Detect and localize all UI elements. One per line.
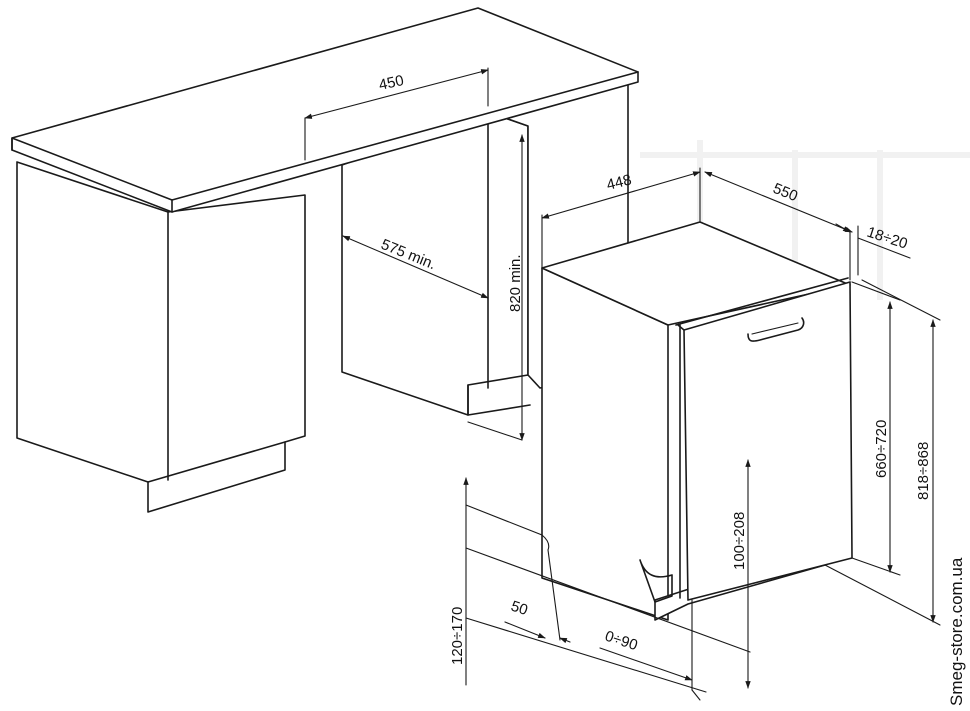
- label-total-height: 818÷868: [915, 442, 932, 500]
- label-plinth-height: 100÷208: [731, 512, 748, 570]
- label-foot-range: 0÷90: [603, 628, 640, 654]
- label-door-panel-height: 660÷720: [873, 420, 890, 478]
- label-door-offset: 18÷20: [865, 224, 910, 253]
- dimension-lines: [304, 67, 941, 701]
- label-niche-height: 820 min.: [507, 254, 524, 312]
- dishwasher: [541, 221, 853, 621]
- label-countertop-width: 450: [377, 72, 405, 94]
- watermark: Smeg-store.com.ua: [947, 557, 966, 706]
- dishwasher-side: [541, 267, 669, 621]
- label-feet-adjust: 120÷170: [449, 607, 466, 665]
- label-foot-gap: 50: [509, 598, 530, 619]
- left-base-cabinet: [16, 161, 306, 513]
- label-appliance-width: 448: [605, 171, 633, 194]
- door-handle: [747, 317, 805, 342]
